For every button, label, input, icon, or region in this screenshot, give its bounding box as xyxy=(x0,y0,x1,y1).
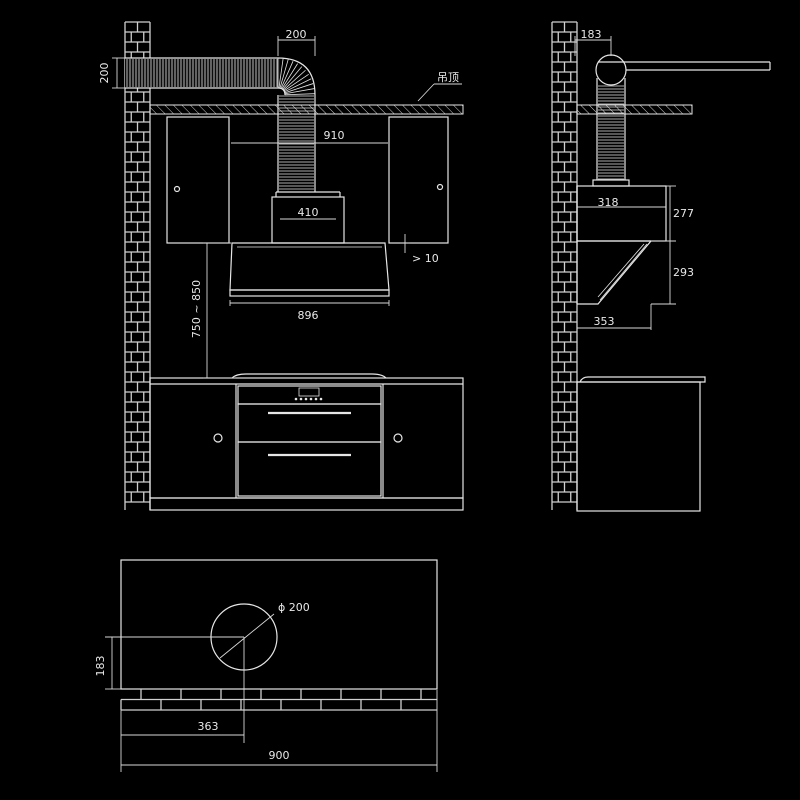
side-view: 183 318 277 293 353 xyxy=(551,21,771,512)
side-brick-wall xyxy=(551,21,578,510)
label-ceiling: 吊顶 xyxy=(437,71,459,84)
dim-hood-height-range: 750 ~ 850 xyxy=(190,280,203,338)
base-cabinet xyxy=(149,373,464,511)
wall-cabinet-right xyxy=(388,116,449,244)
front-ceiling xyxy=(149,104,464,115)
dim-hood-box-width: 410 xyxy=(298,206,319,219)
side-cabinet xyxy=(576,376,706,512)
dim-side-duct-offset: 183 xyxy=(581,28,602,41)
side-dimensions: 183 318 277 293 353 xyxy=(574,28,694,330)
front-duct-vertical xyxy=(277,95,316,192)
dim-side-depth: 318 xyxy=(598,196,619,209)
front-duct-horizontal xyxy=(125,57,280,89)
side-hood xyxy=(576,185,667,305)
wall-cabinet-left xyxy=(166,116,230,244)
dim-side-upper-height: 277 xyxy=(673,207,694,220)
cabinet-knob-right xyxy=(436,183,444,191)
front-duct-elbow xyxy=(277,57,316,96)
side-ceiling xyxy=(576,104,693,115)
dim-front-duct-height: 200 xyxy=(98,63,111,84)
hood-chimney-box xyxy=(271,196,345,244)
plan-brick-wall xyxy=(120,689,437,711)
dim-hood-width: 896 xyxy=(298,309,319,322)
cabinet-knob-left xyxy=(173,185,181,193)
dim-side-base-depth: 353 xyxy=(594,315,615,328)
front-view: 200 200 吊顶 910 410 > 10 750 ~ 850 896 xyxy=(98,21,464,511)
dim-cabinet-clearance: > 10 xyxy=(412,252,439,265)
dim-side-lower-height: 293 xyxy=(673,266,694,279)
dim-cabinet-gap: 910 xyxy=(324,129,345,142)
dim-plan-duct-offset: 183 xyxy=(94,656,107,677)
dim-plan-duct-distance: 363 xyxy=(198,720,219,733)
dim-front-duct-width: 200 xyxy=(286,28,307,41)
front-brick-wall xyxy=(124,21,151,510)
front-dimensions: 200 200 吊顶 910 410 > 10 750 ~ 850 896 xyxy=(98,28,462,379)
range-hood xyxy=(229,242,390,297)
side-duct xyxy=(592,54,771,187)
plan-outline xyxy=(120,559,438,690)
dim-plan-total-width: 900 xyxy=(269,749,290,762)
plan-view: ϕ 200 183 363 900 xyxy=(94,559,438,772)
dim-plan-duct-diameter: ϕ 200 xyxy=(278,601,310,614)
